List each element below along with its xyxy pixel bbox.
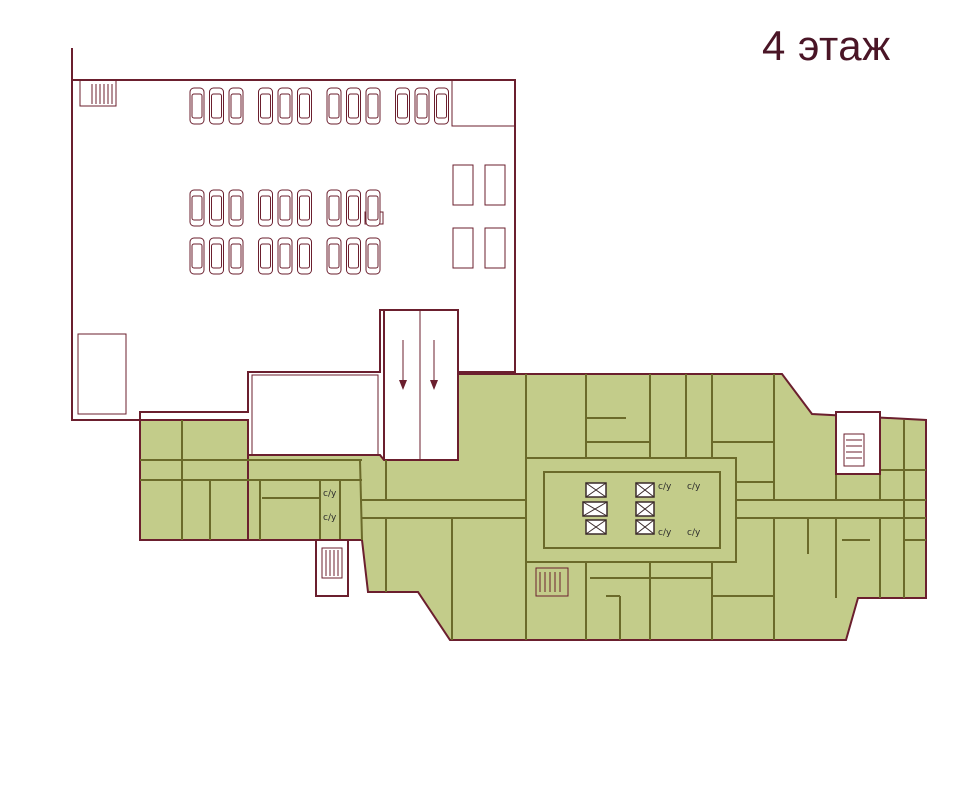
wc-label: с/у [323, 489, 337, 499]
parking-car-roof [191, 93, 203, 119]
ramp [383, 309, 459, 461]
parking-spaces [189, 87, 449, 275]
parking-car-roof [191, 195, 203, 221]
parking-car-roof [260, 195, 271, 221]
parking-car-roof [211, 93, 222, 119]
wc-label: с/у [658, 528, 672, 538]
parking-car-roof [230, 93, 242, 119]
technical-room [251, 374, 379, 456]
parking-car-roof [279, 243, 291, 269]
parking-car-roof [348, 195, 359, 221]
office-area [139, 373, 927, 641]
parking-car-roof [279, 93, 291, 119]
stairwell-icon [315, 539, 349, 597]
parking-car-roof [230, 195, 242, 221]
parking-car-roof [230, 243, 242, 269]
parking-car-roof [299, 195, 310, 221]
parking-car-roof [211, 195, 222, 221]
wc-label: с/у [687, 528, 701, 538]
wc-label: с/у [323, 513, 337, 523]
parking-car-roof [279, 195, 291, 221]
parking-car-roof [348, 93, 359, 119]
parking-car-roof [328, 93, 340, 119]
parking-car-roof [367, 243, 379, 269]
parking-car-roof [348, 243, 359, 269]
pillar [452, 164, 474, 206]
parking-car-roof [299, 243, 310, 269]
stairwell-icon [535, 567, 569, 597]
pillar [484, 227, 506, 269]
elevators [582, 482, 655, 535]
storage-room [77, 333, 127, 415]
parking-car-roof [260, 243, 271, 269]
parking-car-roof [191, 243, 203, 269]
floor-title: 4 этаж [762, 22, 891, 69]
pillar [484, 164, 506, 206]
parking-car-roof [328, 243, 340, 269]
stairwell-icon [79, 79, 117, 107]
wc-label: с/у [687, 482, 701, 492]
parking-car-roof [367, 195, 379, 221]
parking-car-roof [397, 93, 408, 119]
parking-car-roof [436, 93, 447, 119]
wc-label: с/у [658, 482, 672, 492]
parking-car-roof [328, 195, 340, 221]
pillar [452, 227, 474, 269]
parking-car-roof [211, 243, 222, 269]
parking-car-roof [367, 93, 379, 119]
parking-car-roof [299, 93, 310, 119]
stairwell-icon [835, 411, 881, 475]
parking-car-roof [260, 93, 271, 119]
parking-car-roof [416, 93, 428, 119]
service-room [451, 79, 516, 127]
